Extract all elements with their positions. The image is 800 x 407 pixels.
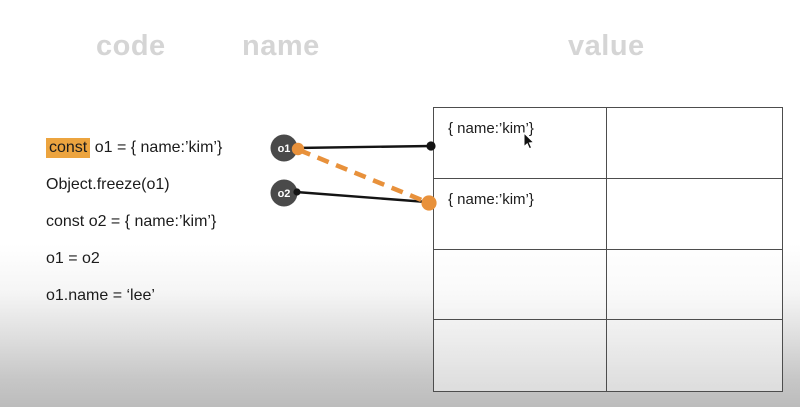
o2-edge-dot: [293, 188, 301, 196]
value-table: { name:’kim’} { name:’kim’}: [433, 107, 783, 392]
o1-edge-orange-dot: [291, 142, 305, 156]
value-cell-r2c1: { name:’kim’}: [434, 178, 607, 250]
column-header-code: code: [96, 30, 166, 62]
code-line-1: const o1 = { name:’kim’}: [46, 138, 223, 158]
code-line-3: const o2 = { name:’kim’}: [46, 213, 217, 230]
const-keyword-highlight: const: [46, 138, 91, 158]
value-cell-r2c2: [607, 178, 782, 250]
o1-node-label: o1: [278, 143, 291, 155]
memory-node-o2: o2: [270, 179, 298, 207]
column-header-name: name: [242, 30, 320, 62]
code-line-1-rest: o1 = { name:’kim’}: [90, 139, 223, 156]
code-line-2: Object.freeze(o1): [46, 176, 170, 193]
value-cell-r3c1: [434, 249, 607, 321]
o1-node-circle: [270, 134, 298, 162]
code-line-5: o1.name = ‘lee’: [46, 287, 155, 304]
pointer-line-o2-to-value2: [295, 190, 428, 204]
value-cell-r1c1: { name:’kim’}: [434, 108, 607, 179]
pointer-line-o1-to-value1: [295, 144, 432, 150]
value-cell-r3c2: [607, 249, 782, 321]
column-header-value: value: [568, 30, 645, 62]
value-cell-r4c1: [434, 320, 607, 391]
o2-node-label: o2: [278, 188, 291, 200]
dashed-reassign-line-o1-to-value2: [298, 147, 430, 206]
value-cell-r1c2: [607, 108, 782, 179]
value-cell-r4c2: [607, 320, 782, 391]
memory-node-o1: o1: [270, 134, 298, 162]
o2-node-circle: [270, 179, 298, 207]
code-line-4: o1 = o2: [46, 250, 100, 267]
code-panel: const o1 = { name:’kim’} Object.freeze(o…: [46, 138, 223, 325]
